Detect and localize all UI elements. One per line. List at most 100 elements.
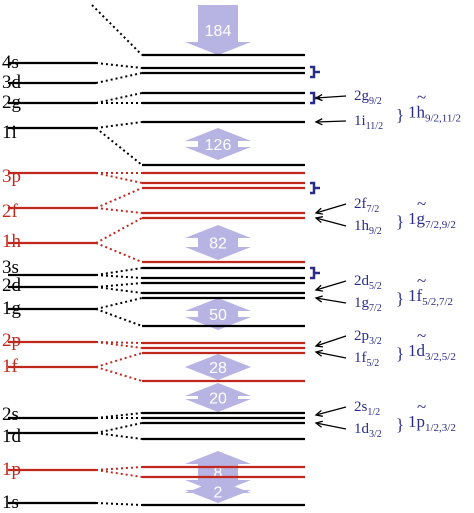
shell-label-1h: 1h <box>2 231 22 252</box>
shell-label-1d: 1d <box>2 426 22 447</box>
shell-2p <box>8 340 305 350</box>
splitting-connector-2d-0 <box>95 282 143 288</box>
splitting-connector-2f-0 <box>95 187 143 209</box>
pseudospin-tilde-4: ~ <box>417 397 426 416</box>
magic-gap-arrow-8 <box>185 451 251 493</box>
magic-number-82: 82 <box>209 236 227 253</box>
doublet-bracket-0 <box>310 65 320 79</box>
partner-lower-1: 1h9/2 <box>354 218 382 237</box>
pointer-arrowhead-2-0 <box>314 284 324 292</box>
shell-2s <box>8 411 305 420</box>
partner-upper-0: 2g9/2 <box>354 88 382 107</box>
pair-brace-1: } <box>396 212 404 231</box>
shell-label-4s: 4s <box>2 52 19 73</box>
pointer-arrowhead-3-0 <box>314 340 324 348</box>
pseudospin-doublet-3: 1d3/2,5/2 <box>408 341 456 363</box>
magic-gap-arrow-126 <box>185 128 251 160</box>
partner-lower-3: 1f5/2 <box>354 350 379 369</box>
splitting-connector-3s-1 <box>95 274 143 279</box>
magic-gap-arrow-2 <box>185 480 251 503</box>
splitting-connector-1h-1 <box>95 242 143 263</box>
pseudospin-doublet-4: 1p1/2,3/2 <box>408 412 456 434</box>
splitting-connector-2f-1 <box>95 207 143 214</box>
partner-upper-4: 2s1/2 <box>354 399 380 418</box>
shell-label-1s: 1s <box>2 492 19 513</box>
magic-gap-arrow-82 <box>185 225 251 260</box>
splitting-connector-2p-1 <box>95 341 143 349</box>
upper-connector <box>91 4 143 56</box>
pointer-arrowhead-1-0 <box>314 207 324 215</box>
partner-upper-2: 2d5/2 <box>354 273 382 292</box>
shell-1d <box>8 421 305 441</box>
shell-label-2p: 2p <box>2 330 21 351</box>
doublet-bracket-3 <box>310 266 320 280</box>
pointer-arrow-0-1 <box>315 120 347 123</box>
shell-1g <box>8 296 305 328</box>
magic-gap-arrow-184 <box>185 5 251 55</box>
pointer-arrowhead-4-1 <box>314 420 323 428</box>
pointer-arrowhead-0-1 <box>314 118 323 126</box>
shell-2g <box>8 91 305 105</box>
partner-upper-1: 2f7/2 <box>354 196 379 215</box>
pseudospin-partner-labels: 2g9/21i11/2}1h9/2,11/2~2f7/21h9/2}1g7/2,… <box>314 88 461 440</box>
magic-gap-arrow-28 <box>185 354 251 380</box>
splitting-connector-1f-0 <box>95 352 143 368</box>
pseudospin-doublet-2: 1f5/2,7/2 <box>408 286 453 308</box>
shell-2f <box>8 186 305 215</box>
partner-lower-2: 1g7/2 <box>354 295 382 314</box>
shell-label-1p: 1p <box>2 459 21 480</box>
shell-1s <box>8 501 305 507</box>
shell-3p <box>8 171 305 185</box>
splitting-connector-4s-0 <box>95 62 143 69</box>
shell-1f <box>8 351 305 383</box>
magic-number-8: 8 <box>214 465 223 482</box>
shell-3d <box>8 71 305 85</box>
shell-1h <box>8 216 305 264</box>
magic-number-2: 2 <box>214 485 223 502</box>
magic-number-50: 50 <box>209 307 227 324</box>
splitting-connector-2g-0 <box>95 92 143 104</box>
shell-1i <box>8 120 305 167</box>
splitting-connector-3s-0 <box>95 267 143 276</box>
partner-pair-2: 2d5/2 1g7/2}1f5/2,7/2~ <box>314 271 453 314</box>
shell-2d <box>8 281 305 295</box>
pair-brace-2: } <box>396 289 404 308</box>
pseudospin-tilde-3: ~ <box>417 326 426 345</box>
splitting-connector-1p-0 <box>95 466 143 471</box>
pointer-arrow-1-1 <box>315 217 347 227</box>
shell-label-1f: 1f <box>2 356 19 377</box>
pointer-arrow-1-0 <box>315 203 347 214</box>
level-lines <box>8 4 305 507</box>
splitting-connector-1p-1 <box>95 469 143 478</box>
splitting-connector-1d-0 <box>95 422 143 434</box>
shell-label-3s: 3s <box>2 257 19 278</box>
pointer-arrow-3-0 <box>315 335 347 347</box>
splitting-connector-1s-0 <box>95 502 143 506</box>
splitting-connector-1i-1 <box>95 127 143 166</box>
pointer-arrowhead-4-0 <box>314 409 323 417</box>
shell-label-3p: 3p <box>2 166 21 187</box>
shell-label-1i: 1i <box>2 122 17 143</box>
pair-brace-0: } <box>396 106 404 125</box>
magic-number-28: 28 <box>209 360 227 377</box>
pointer-arrow-2-1 <box>315 297 347 304</box>
pair-brace-4: } <box>396 415 404 434</box>
pointer-arrow-3-1 <box>315 351 347 359</box>
pointer-arrow-0-0 <box>315 95 347 99</box>
pseudospin-tilde-1: ~ <box>417 194 426 213</box>
splitting-connector-3p-1 <box>95 172 143 184</box>
pseudospin-tilde-2: ~ <box>417 271 426 290</box>
shell-1p <box>8 465 305 479</box>
pointer-arrow-4-0 <box>315 406 347 416</box>
pointer-arrow-4-1 <box>315 422 347 430</box>
shell-label-3d: 3d <box>2 72 22 93</box>
pair-brace-3: } <box>396 344 404 363</box>
partner-lower-4: 1d3/2 <box>354 421 382 440</box>
pointer-arrowhead-2-1 <box>314 295 323 303</box>
